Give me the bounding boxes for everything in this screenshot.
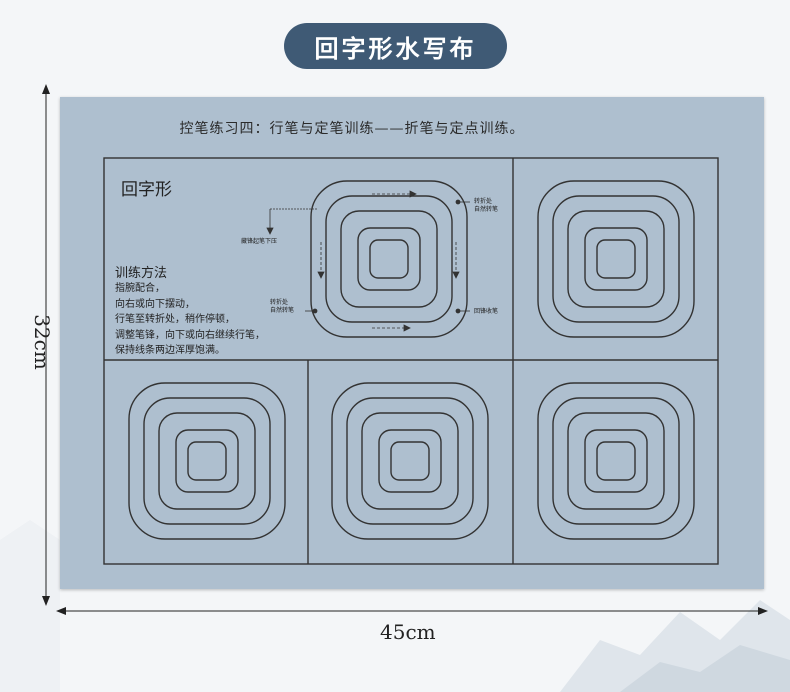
practice-mat: [60, 97, 764, 589]
width-label: 45cm: [380, 620, 436, 644]
square-spiral-ring: [143, 397, 271, 525]
mat-heading: 控笔练习四：行笔与定笔训练——折笔与定点训练。: [179, 121, 525, 137]
method-line: 保持线条两边浑厚饱满。: [115, 345, 225, 356]
square-spiral-ring: [331, 382, 489, 540]
note-line: 转折处: [270, 299, 289, 306]
square-spiral-ring: [584, 429, 648, 493]
method-line: 向右或向下摆动，: [115, 298, 195, 310]
note-start: 藏锋起笔下压: [241, 238, 278, 245]
square-spiral-ring: [390, 441, 430, 481]
square-spiral-ring: [128, 382, 286, 540]
square-spiral-ring: [537, 180, 695, 338]
square-spiral-ring: [584, 227, 648, 291]
square-spiral-ring: [346, 397, 474, 525]
square-spiral-ring: [537, 382, 695, 540]
square-spiral-ring: [310, 180, 468, 338]
method-body: 指腕配合， 向右或向下摆动， 行笔至转折处，稍作停顿， 调整笔锋，向下或向右继续…: [115, 281, 265, 359]
square-spiral-ring: [567, 210, 665, 308]
square-spiral-ring: [596, 239, 636, 279]
square-spiral-ring: [552, 397, 680, 525]
note-line: 转折处: [474, 198, 493, 205]
square-spiral-ring: [596, 441, 636, 481]
grid-frame: [103, 157, 719, 565]
square-spiral-ring: [340, 210, 438, 308]
note-turn-left: 转折处 自然转笔: [270, 299, 294, 315]
note-turn-top: 转折处 自然转笔: [474, 198, 498, 214]
method-line: 行笔至转折处，稍作停顿，: [115, 314, 235, 325]
method-title: 训练方法: [115, 266, 168, 281]
square-spiral-ring: [552, 195, 680, 323]
method-line: 调整笔锋，向下或向右继续行笔，: [115, 329, 265, 341]
square-spiral-ring: [378, 429, 442, 493]
method-line: 指腕配合，: [115, 283, 165, 294]
square-spiral-ring: [175, 429, 239, 493]
page-title: 回字形水写布: [284, 23, 507, 69]
note-line: 自然转笔: [474, 206, 499, 213]
square-spiral-ring: [325, 195, 453, 323]
cell-title: 回字形: [121, 180, 172, 200]
square-spiral-ring: [369, 239, 409, 279]
note-end: 回锋收笔: [474, 308, 499, 315]
square-spiral-ring: [361, 412, 459, 510]
square-spiral-ring: [187, 441, 227, 481]
square-spiral-ring: [567, 412, 665, 510]
note-line: 自然转笔: [270, 307, 295, 314]
square-spiral-ring: [158, 412, 256, 510]
square-spiral-ring: [357, 227, 421, 291]
